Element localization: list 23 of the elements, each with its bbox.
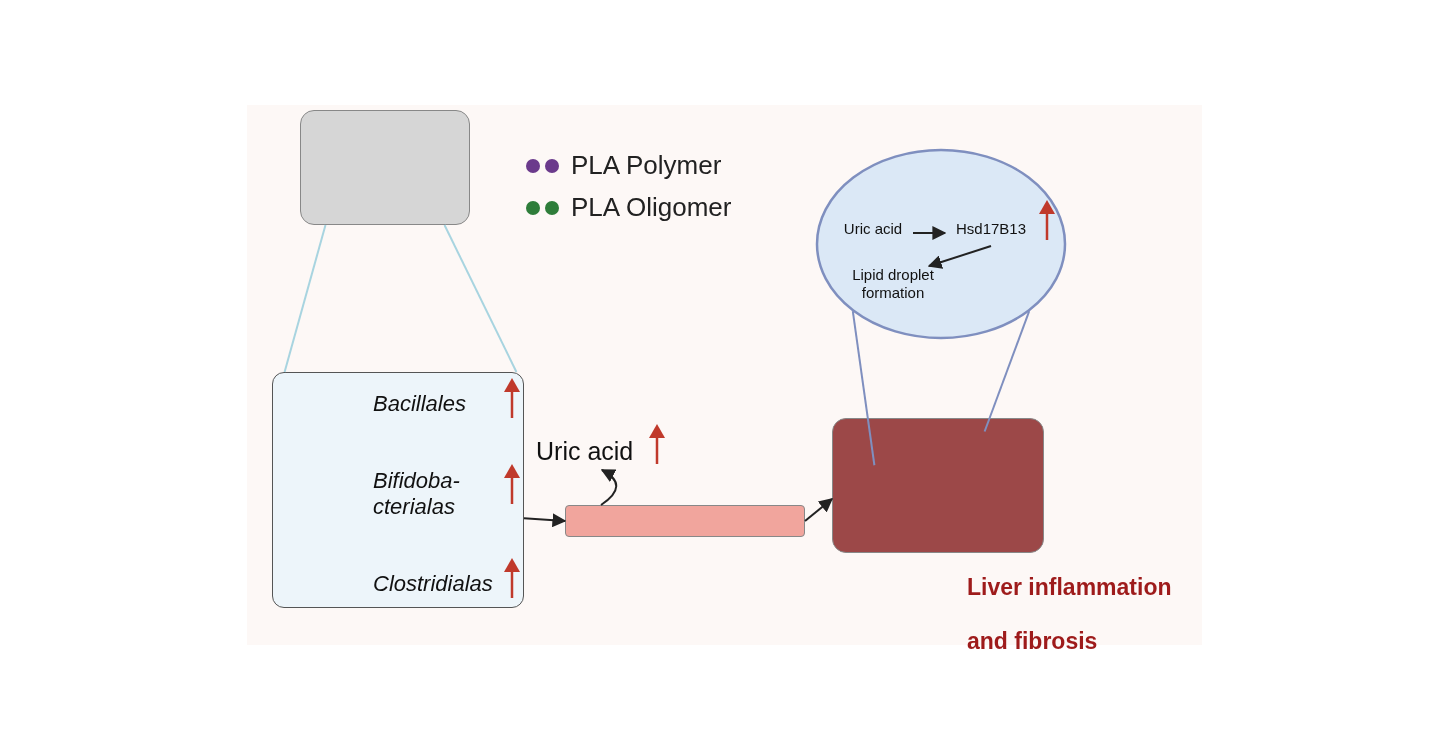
arrow xyxy=(804,498,834,522)
bacteria-order-label: Bacillales xyxy=(373,391,466,417)
arrow xyxy=(912,226,947,240)
vessel-bar xyxy=(565,505,805,537)
connector-line xyxy=(851,310,876,467)
node-label: Uric acid xyxy=(842,220,904,238)
bacteria-order-label: Bifidoba- cterialas xyxy=(373,468,461,520)
legend-label: PLA Polymer xyxy=(571,150,722,181)
arrow xyxy=(600,469,618,506)
connector-line xyxy=(443,224,518,373)
outcome-caption: Liver inflammation and fibrosis xyxy=(967,573,1173,656)
node-label: Uric acid xyxy=(536,436,635,466)
connector-line xyxy=(283,224,327,373)
arrow xyxy=(523,513,567,528)
picture-box xyxy=(832,418,1044,553)
legend-label: PLA Oligomer xyxy=(571,192,732,223)
node-label: Lipid droplet formation xyxy=(851,266,935,302)
picture-box xyxy=(300,110,470,225)
gut-lumen-box xyxy=(272,372,524,608)
connector-line xyxy=(983,310,1031,433)
node-label: Hsd17B13 xyxy=(954,220,1028,238)
bacteria-order-label: Clostridialas xyxy=(373,571,493,597)
arrow xyxy=(927,245,992,269)
